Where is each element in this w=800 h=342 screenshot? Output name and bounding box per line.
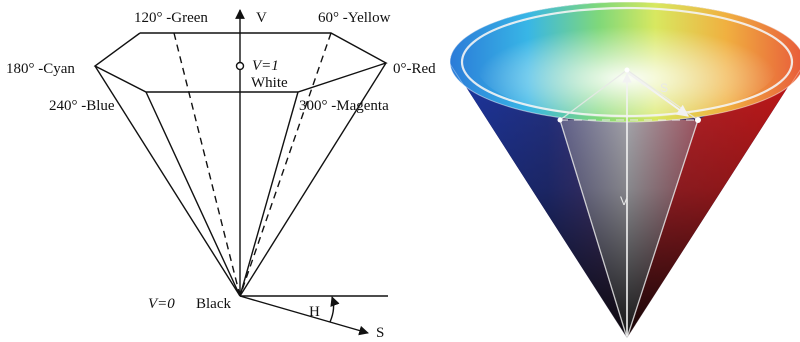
label-cyan: 180° -Cyan	[6, 61, 75, 77]
label-green: 120° -Green	[134, 10, 208, 26]
edge-red	[239, 62, 387, 297]
edge-yellow-hidden	[239, 32, 332, 297]
cone-s-arrow	[626, 71, 689, 117]
angle-h-label: H	[309, 304, 320, 320]
s-axis-label: S	[376, 325, 384, 341]
edge-magenta	[239, 91, 299, 297]
edge-cyan	[94, 65, 241, 297]
black-label: Black	[196, 296, 231, 312]
hexcone-line-drawing	[93, 9, 388, 336]
black-v-label: V=0	[148, 296, 175, 312]
label-magenta: 300° -Magenta	[299, 98, 389, 114]
edge-blue	[145, 91, 241, 297]
white-point	[235, 61, 245, 71]
label-red: 0°-Red	[393, 61, 436, 77]
white-v-label: V=1	[252, 58, 279, 74]
white-label: White	[251, 75, 288, 91]
label-yellow: 60° -Yellow	[318, 10, 391, 26]
edge-green-hidden	[173, 32, 241, 297]
label-blue: 240° -Blue	[49, 98, 115, 114]
v-axis-label: V	[256, 10, 267, 26]
hsv-color-cone: V S	[449, 1, 800, 339]
cone-v-label: V	[620, 194, 628, 208]
hue-angle-arc	[329, 296, 340, 323]
s-axis-arrow	[239, 295, 369, 336]
cone-s-label: S	[660, 81, 668, 95]
